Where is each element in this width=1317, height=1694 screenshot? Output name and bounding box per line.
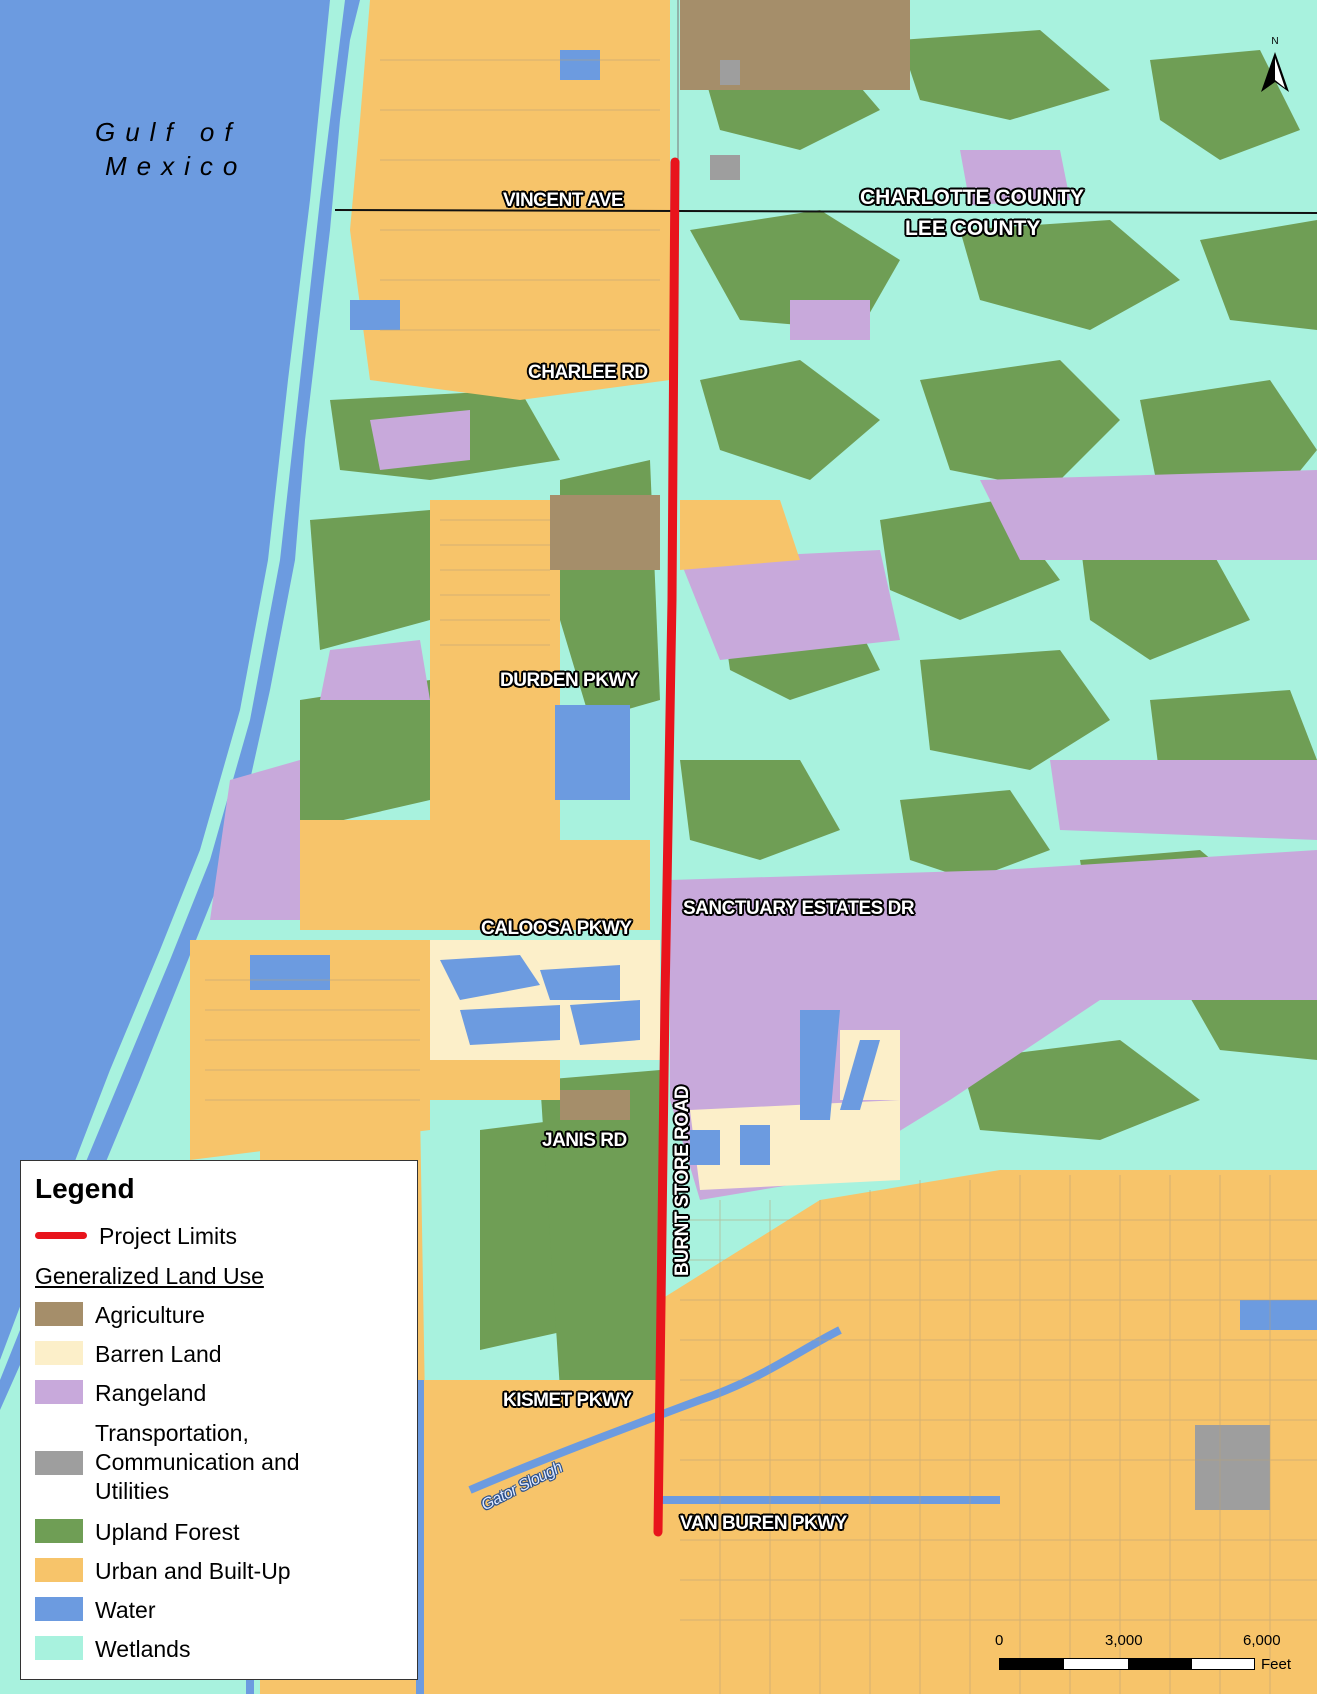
- county-label-lee: LEE COUNTY: [905, 217, 1041, 240]
- scale-unit-label: Feet: [1261, 1656, 1292, 1673]
- scale-label-6000: 6,000: [1243, 1632, 1281, 1649]
- road-label-durden-pkwy: DURDEN PKWY: [500, 670, 639, 691]
- project-limits-swatch: [35, 1232, 87, 1239]
- legend-row-water: Water: [35, 1597, 156, 1624]
- legend-row-transportation: Transportation, Communication and Utilit…: [35, 1419, 300, 1506]
- legend-subtitle: Generalized Land Use: [35, 1263, 264, 1289]
- legend-label-transportation-line-2: Communication and: [95, 1449, 300, 1475]
- legend-row-project-limits: Project Limits: [35, 1223, 237, 1250]
- legend-label-project-limits: Project Limits: [99, 1223, 238, 1249]
- road-label-kismet-pkwy: KISMET PKWY: [503, 1390, 632, 1411]
- legend-label-urban: Urban and Built-Up: [95, 1558, 291, 1584]
- legend-label-transportation: Transportation, Communication and Utilit…: [95, 1419, 300, 1506]
- project-limits-line: [653, 157, 680, 1537]
- legend-row-upland-forest: Upland Forest: [35, 1519, 239, 1546]
- legend-row-wetlands: Wetlands: [35, 1636, 190, 1663]
- legend-label-transportation-line-1: Transportation,: [95, 1420, 249, 1446]
- legend-swatch-upland-forest: [35, 1519, 83, 1543]
- legend-label-rangeland: Rangeland: [95, 1380, 207, 1406]
- road-label-sanctuary-estates-dr: SANCTUARY ESTATES DR: [683, 898, 915, 919]
- scale-label-0: 0: [995, 1632, 1004, 1649]
- gulf-label-line-1: Gulf of: [95, 117, 242, 147]
- water-bodies: [250, 50, 1317, 1330]
- legend-swatch-urban: [35, 1558, 83, 1582]
- legend-swatch-rangeland: [35, 1380, 83, 1404]
- gulf-label-line-2: Mexico: [105, 151, 248, 181]
- legend-label-barren-land: Barren Land: [95, 1341, 222, 1367]
- road-label-caloosa-pkwy: CALOOSA PKWY: [481, 918, 632, 939]
- street-grid: [205, 59, 1317, 1694]
- scale-bar-segments: [999, 1658, 1255, 1670]
- road-label-burnt-store-road: BURNT STORE ROAD: [672, 1085, 694, 1277]
- legend-label-water: Water: [95, 1597, 156, 1623]
- legend-swatch-wetlands: [35, 1636, 83, 1660]
- road-label-vincent-ave: VINCENT AVE: [503, 190, 624, 211]
- county-label-charlotte: CHARLOTTE COUNTY: [860, 186, 1084, 209]
- legend-label-agriculture: Agriculture: [95, 1302, 205, 1328]
- legend-panel: Legend Project Limits Generalized Land U…: [20, 1160, 418, 1680]
- legend-row-rangeland: Rangeland: [35, 1380, 206, 1407]
- legend-swatch-barren-land: [35, 1341, 83, 1365]
- legend-row-agriculture: Agriculture: [35, 1302, 205, 1329]
- county-line: [334, 209, 1317, 214]
- scale-bar-segment-dark-2: [1128, 1659, 1192, 1669]
- scale-bar: 0 3,000 6,000 Feet: [995, 1632, 1295, 1682]
- legend-row-barren-land: Barren Land: [35, 1341, 222, 1368]
- scale-bar-segment-dark-1: [1000, 1659, 1064, 1669]
- gulf-label: Gulf of Mexico: [95, 115, 247, 183]
- legend-swatch-water: [35, 1597, 83, 1621]
- scale-label-3000: 3,000: [1105, 1632, 1143, 1649]
- road-label-janis-rd: JANIS RD: [542, 1130, 627, 1151]
- legend-label-wetlands: Wetlands: [95, 1636, 191, 1662]
- legend-label-transportation-line-3: Utilities: [95, 1478, 170, 1504]
- transportation-areas: [710, 60, 1270, 1510]
- legend-row-urban: Urban and Built-Up: [35, 1558, 291, 1585]
- road-label-van-buren-pkwy: VAN BUREN PKWY: [680, 1513, 847, 1534]
- legend-swatch-agriculture: [35, 1302, 83, 1326]
- legend-title: Legend: [35, 1173, 135, 1204]
- road-label-charlee-rd: CHARLEE RD: [528, 362, 648, 383]
- north-arrow-icon: [1261, 52, 1289, 92]
- north-arrow-label: N: [1271, 36, 1278, 47]
- legend-label-upland-forest: Upland Forest: [95, 1519, 240, 1545]
- legend-swatch-transportation: [35, 1451, 83, 1475]
